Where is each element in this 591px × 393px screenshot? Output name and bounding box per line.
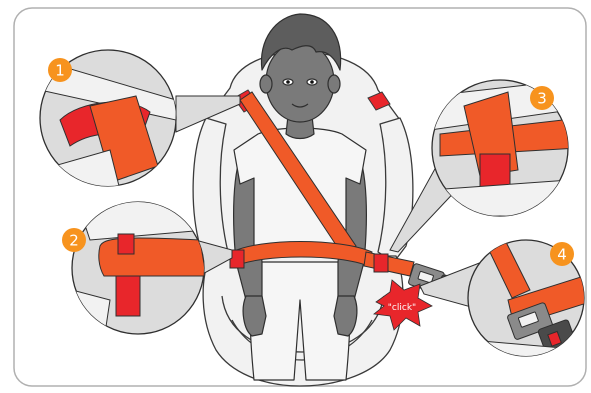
click-label: "click"	[388, 303, 416, 313]
child-ear-right	[328, 75, 340, 93]
child-hand-right	[334, 296, 357, 336]
child-hand-left	[243, 296, 266, 336]
step-badge-1: 1	[48, 58, 72, 82]
lap-guide-right	[374, 254, 388, 272]
svg-text:2: 2	[69, 232, 79, 250]
step-badge-4: 4	[550, 242, 574, 266]
svg-text:4: 4	[557, 246, 567, 264]
child-head	[266, 42, 334, 122]
svg-text:3: 3	[537, 90, 547, 108]
child-ear-left	[260, 75, 272, 93]
step-badge-3: 3	[530, 86, 554, 110]
step-badge-2: 2	[62, 228, 86, 252]
svg-text:1: 1	[55, 62, 65, 80]
